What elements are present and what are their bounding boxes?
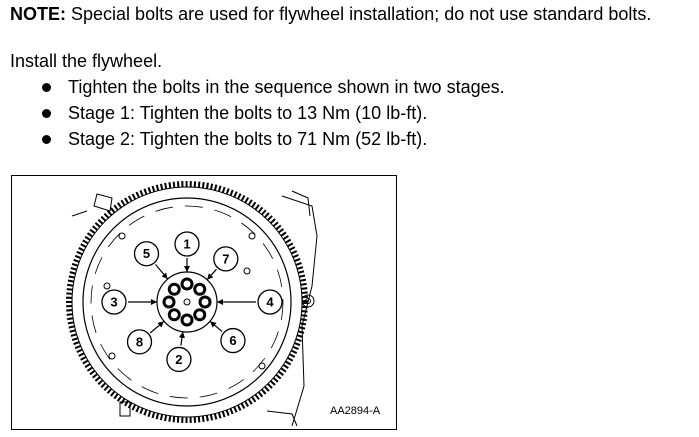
sequence-number: 1 — [183, 237, 190, 252]
sequence-callout-circle — [133, 241, 160, 267]
arrowhead-icon — [184, 266, 190, 272]
intro-text: Install the flywheel. — [10, 51, 163, 71]
sequence-callout-circle — [101, 289, 127, 315]
flywheel-hole — [108, 352, 116, 360]
step-text: Tighten the bolts in the sequence shown … — [68, 77, 505, 97]
bullet-icon — [42, 109, 51, 118]
bolt-hole — [201, 298, 209, 306]
step-text: Stage 1: Tighten the bolts to 13 Nm (10 … — [68, 103, 428, 123]
flywheel-hole — [103, 282, 111, 290]
sequence-callout-circle — [174, 231, 200, 257]
sequence-number: 5 — [143, 246, 150, 261]
arrowhead-icon — [209, 321, 217, 328]
flywheel-diagram: 1 2 3 4 5 6 7 8 AA2894-A — [11, 175, 397, 430]
arrowhead-icon — [151, 299, 157, 305]
sequence-callouts: 1 2 3 4 5 6 7 8 — [101, 231, 283, 373]
note-label: NOTE: — [10, 4, 66, 24]
list-item: Tighten the bolts in the sequence shown … — [40, 74, 505, 100]
bolt-hole — [183, 280, 191, 288]
sequence-callout-circle — [213, 246, 239, 272]
sequence-number: 7 — [222, 251, 229, 266]
sequence-number: 6 — [229, 333, 236, 348]
bolt-hole — [183, 316, 191, 324]
engine-block-outline — [71, 190, 318, 427]
bolt-hole — [170, 311, 178, 319]
center-bolt-group — [162, 277, 212, 327]
arrowhead-icon — [179, 331, 185, 339]
arrowhead-icon — [207, 273, 214, 280]
crank-pilot — [183, 298, 191, 306]
sequence-number: 8 — [136, 334, 143, 349]
note-paragraph: NOTE: Special bolts are used for flywhee… — [10, 3, 651, 25]
bullet-icon — [42, 83, 51, 92]
flywheel-illustration: 1 2 3 4 5 6 7 8 AA2894-A — [66, 181, 381, 427]
flywheel-hole — [258, 362, 266, 370]
bullet-icon — [42, 135, 51, 144]
arrowhead-icon — [157, 321, 165, 328]
step-text: Stage 2: Tighten the bolts to 71 Nm (52 … — [68, 129, 428, 149]
bolt-hole — [165, 298, 173, 306]
arrowhead-icon — [217, 299, 223, 305]
flywheel-face — [82, 197, 292, 407]
list-item: Stage 2: Tighten the bolts to 71 Nm (52 … — [40, 126, 505, 152]
sequence-callout-circle — [126, 329, 153, 355]
flywheel-hole — [118, 232, 126, 240]
steps-list: Tighten the bolts in the sequence shown … — [40, 74, 505, 152]
note-text: Special bolts are used for flywheel inst… — [71, 4, 652, 24]
ring-gear-teeth — [66, 181, 308, 423]
flywheel-inner-ring — [90, 205, 284, 399]
figure-code: AA2894-A — [330, 405, 381, 417]
sequence-number: 3 — [110, 295, 117, 310]
arrowhead-icon — [161, 272, 168, 280]
sequence-number: 2 — [175, 352, 182, 367]
sequence-number: 4 — [266, 295, 274, 310]
flywheel-hole — [243, 267, 251, 275]
bolt-hole — [196, 311, 204, 319]
flywheel-hole — [248, 232, 256, 240]
list-item: Stage 1: Tighten the bolts to 13 Nm (10 … — [40, 100, 505, 126]
sequence-callout-circle — [257, 289, 283, 315]
sequence-callout-circle — [220, 327, 246, 354]
bolt-hole — [170, 285, 178, 293]
bolt-hole — [196, 285, 204, 293]
sequence-callout-circle — [166, 346, 192, 373]
